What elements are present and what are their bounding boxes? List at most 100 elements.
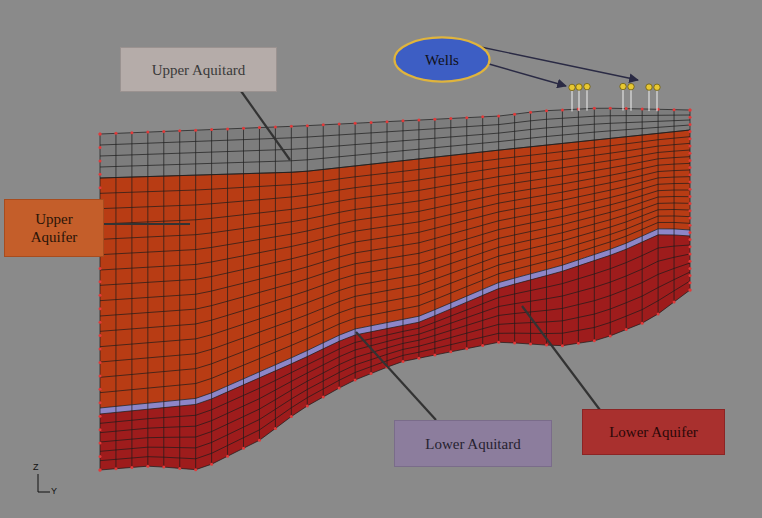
mesh-node <box>99 133 102 136</box>
mesh-row <box>100 130 690 178</box>
well-head <box>584 83 590 89</box>
mesh-node <box>689 173 692 176</box>
mesh-node <box>689 289 692 292</box>
well-head <box>654 84 660 90</box>
mesh-node <box>114 132 117 135</box>
mesh-node <box>689 253 692 256</box>
mesh-node <box>290 415 293 418</box>
mesh-row <box>100 143 690 208</box>
mesh-node <box>130 466 133 469</box>
mesh-row <box>100 125 690 167</box>
mesh-node <box>689 159 692 162</box>
mesh-row <box>100 235 690 414</box>
mesh-column <box>450 118 451 351</box>
mesh-node <box>146 131 149 134</box>
mesh-row <box>100 190 690 316</box>
mesh-node <box>433 354 436 357</box>
leader-line <box>522 306 600 410</box>
mesh-node <box>689 181 692 184</box>
mesh-node <box>99 133 102 136</box>
mesh-column <box>562 110 563 346</box>
mesh-node <box>673 300 676 303</box>
mesh-column <box>115 133 116 468</box>
leader-line <box>236 84 290 160</box>
mesh-node <box>194 468 197 471</box>
mesh-node <box>242 447 245 450</box>
mesh-node <box>625 107 628 110</box>
mesh-column <box>339 124 340 388</box>
well-head <box>628 83 634 89</box>
mesh-row <box>100 183 690 300</box>
mesh-column <box>371 122 372 373</box>
mesh-row <box>100 120 690 156</box>
mesh-node <box>417 119 420 122</box>
mesh-column <box>514 114 515 343</box>
mesh-node <box>99 186 102 189</box>
axis-label: Y <box>51 487 57 496</box>
mesh-column <box>690 110 691 290</box>
mesh-column <box>466 118 467 349</box>
mesh-node <box>99 146 102 149</box>
mesh-column <box>195 130 196 469</box>
mesh-node <box>130 131 133 134</box>
mesh-node <box>99 374 102 377</box>
axis-line <box>38 474 39 492</box>
mesh-node <box>226 127 229 130</box>
mesh-node <box>689 109 692 112</box>
mesh-node <box>689 245 692 248</box>
mesh-node <box>529 111 532 114</box>
mesh-column <box>291 126 292 416</box>
mesh-node <box>210 463 213 466</box>
layer-callout: Upper Aquitard <box>120 47 277 92</box>
mesh-node <box>689 166 692 169</box>
mesh-node <box>99 267 102 270</box>
mesh-column <box>147 132 148 466</box>
mesh-node <box>401 360 404 363</box>
mesh-node <box>689 116 692 119</box>
mesh-node <box>545 344 548 347</box>
mesh-column <box>594 108 595 341</box>
mesh-column <box>610 108 611 336</box>
mesh-column <box>211 130 212 465</box>
mesh-row <box>100 254 690 433</box>
mesh-node <box>99 361 102 364</box>
mesh-node <box>609 334 612 337</box>
mesh-node <box>386 120 389 123</box>
well-head <box>569 84 575 90</box>
mesh-node <box>545 109 548 112</box>
mesh-column <box>530 112 531 344</box>
mesh-row <box>100 163 690 254</box>
mesh-node <box>258 126 261 129</box>
mesh-row <box>100 137 690 194</box>
mesh-node <box>593 107 596 110</box>
mesh-column <box>546 111 547 345</box>
mesh-node <box>306 404 309 407</box>
mesh-node <box>449 117 452 120</box>
mesh-node <box>370 372 373 375</box>
mesh-node <box>322 123 325 126</box>
mesh-node <box>689 109 692 112</box>
mesh-node <box>99 415 102 418</box>
mesh-node <box>258 439 261 442</box>
mesh-node <box>99 469 102 472</box>
mesh-node <box>99 401 102 404</box>
mesh-node <box>417 357 420 360</box>
axis-line <box>38 492 50 493</box>
mesh-node <box>99 428 102 431</box>
mesh-column <box>498 116 499 342</box>
wells-callout: Wells <box>393 36 491 83</box>
mesh-node <box>689 231 692 234</box>
layer-callout: Upper Aquifer <box>4 199 104 257</box>
mesh-column <box>259 128 260 441</box>
well-head <box>620 83 626 89</box>
mesh-node <box>338 123 341 126</box>
mesh-node <box>162 466 165 469</box>
mesh-node <box>481 115 484 118</box>
mesh-node <box>99 442 102 445</box>
mesh-node <box>689 130 692 133</box>
mesh-node <box>481 344 484 347</box>
mesh-column <box>227 129 228 456</box>
mesh-node <box>577 342 580 345</box>
leader-arrow <box>476 46 638 80</box>
